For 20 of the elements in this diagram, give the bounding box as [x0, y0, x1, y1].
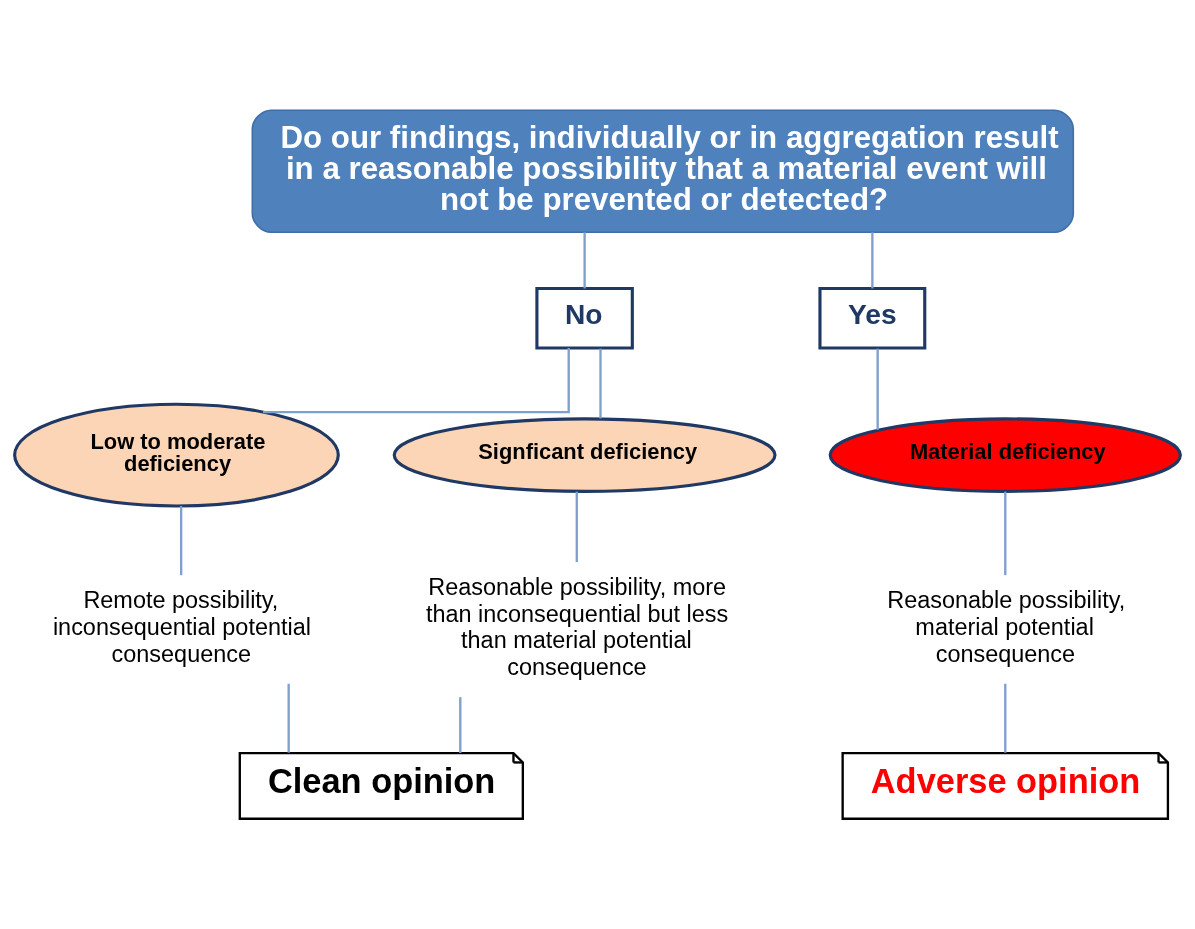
connector — [876, 348, 879, 430]
connector — [179, 506, 183, 576]
node-text: Reasonable possibility, more than inconsequential but less than material potential consequence — [425, 574, 729, 680]
node-box: No — [535, 286, 634, 350]
node-ellipse: Material deficiency — [828, 417, 1182, 493]
connector — [575, 491, 578, 562]
connector — [583, 232, 586, 289]
connector — [459, 697, 462, 753]
connector — [263, 347, 570, 414]
connector — [1004, 491, 1007, 576]
node-ellipse: Signficant deficiency — [392, 417, 777, 493]
node-box: Yes — [818, 286, 927, 350]
connector — [1004, 683, 1007, 753]
connector — [287, 683, 290, 753]
connector — [599, 348, 602, 419]
node-text: Remote possibility, inconsequential potential consequence — [52, 587, 311, 667]
node-ellipse: Low to moderate deficiency — [13, 402, 340, 508]
connector — [871, 232, 874, 289]
node-box: Do our findings, individually or in aggregation result in a reasonable possibility that a material event will not be prevented or detected? — [251, 109, 1075, 233]
node-text: Reasonable possibility, material potential consequence — [887, 587, 1126, 667]
